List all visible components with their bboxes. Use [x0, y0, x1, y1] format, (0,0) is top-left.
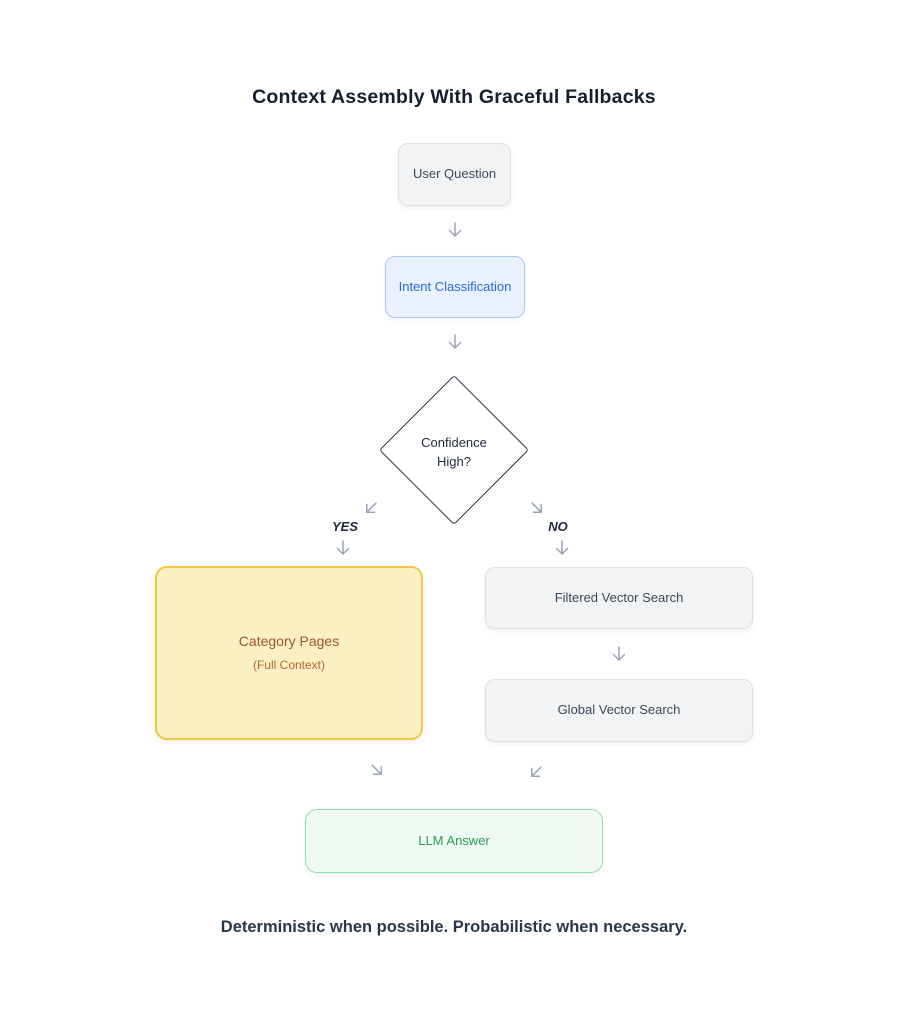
node-global-vector-search: Global Vector Search	[485, 679, 753, 742]
arrow-down-icon	[447, 221, 463, 239]
node-llm-answer: LLM Answer	[305, 809, 603, 873]
arrow-down-left-icon	[528, 763, 544, 781]
node-category-pages-sublabel: (Full Context)	[252, 657, 326, 672]
branch-label-no: NO	[548, 519, 568, 534]
node-confidence-check-line2: High?	[437, 454, 471, 469]
branch-label-yes: YES	[331, 519, 358, 534]
node-llm-answer-label: LLM Answer	[418, 832, 490, 848]
arrow-down-icon	[554, 539, 570, 557]
node-category-pages: Category Pages (Full Context)	[155, 566, 423, 740]
node-category-pages-label: Category Pages	[238, 633, 340, 650]
node-intent-classification: Intent Classification	[385, 256, 525, 318]
node-user-question: User Question	[398, 143, 511, 206]
arrow-down-right-icon	[529, 499, 545, 517]
arrow-down-icon	[447, 333, 463, 351]
diagram-caption: Deterministic when possible. Probabilist…	[220, 918, 688, 936]
arrow-down-left-icon	[363, 499, 379, 517]
node-confidence-check-line1: Confidence	[421, 435, 487, 450]
arrow-down-icon	[611, 645, 627, 663]
node-intent-classification-label: Intent Classification	[398, 278, 512, 294]
arrow-down-right-icon	[369, 761, 385, 779]
node-user-question-label: User Question	[412, 166, 497, 182]
node-filtered-vector-search: Filtered Vector Search	[485, 567, 753, 629]
node-global-vector-search-label: Global Vector Search	[557, 702, 681, 718]
node-filtered-vector-search-label: Filtered Vector Search	[554, 589, 684, 605]
arrow-down-icon	[335, 539, 351, 557]
node-confidence-check: Confidence High?	[394, 433, 514, 471]
diagram-title: Context Assembly With Graceful Fallbacks	[252, 86, 656, 108]
